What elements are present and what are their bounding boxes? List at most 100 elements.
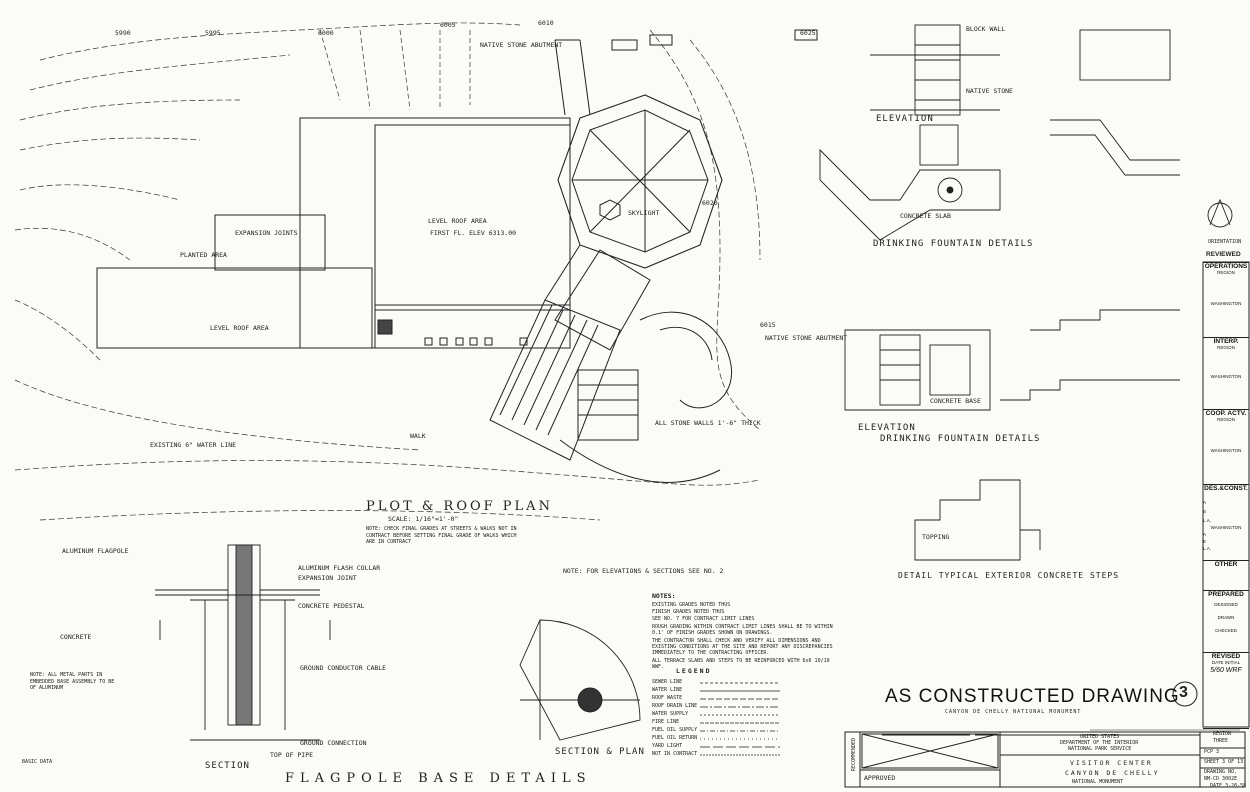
legend-item: FUEL OIL SUPPLY (652, 727, 698, 733)
review-head: PREPARED (1208, 591, 1244, 598)
review-sub-initial: INITIAL (1224, 660, 1241, 665)
note-item: FINISH GRADES NOTED THUS (652, 609, 725, 615)
flagpole-title: FLAGPOLE BASE DETAILS (285, 771, 592, 786)
review-section-revised: REVISED DATE INITIAL 5/60 WRF (1203, 652, 1249, 729)
review-sub: A (1203, 500, 1207, 505)
fountain-label: CONCRETE BASE (930, 397, 981, 405)
date-label: DATE 3-20-58 (1210, 783, 1247, 789)
contour-label: 5995 (205, 29, 221, 37)
review-sub: DRAWN (1217, 615, 1235, 620)
basic-data-label: BASIC DATA (22, 759, 53, 765)
review-sub: CHECKED (1214, 628, 1237, 633)
review-head: DES.&CONST. (1204, 485, 1248, 492)
review-sub: E (1203, 539, 1207, 544)
review-sub: WASHINGTON (1210, 525, 1242, 530)
fountain-plan-title: DRINKING FOUNTAIN DETAILS (873, 239, 1034, 249)
review-sub: WASHINGTON (1210, 374, 1242, 379)
flagpole-label: ALUMINUM FLASH COLLAR (298, 564, 381, 572)
flagpole-label: GROUND CONDUCTOR CABLE (300, 664, 387, 672)
review-sub: A (1203, 532, 1207, 537)
plan-label: LEVEL ROOF AREA (428, 217, 487, 225)
contour-label: 6010 (538, 19, 554, 27)
review-sub: WASHINGTON (1210, 301, 1242, 306)
fountain-label: NATIVE STONE ABUTMENT (765, 334, 848, 342)
fountain-label: BLOCK WALL (966, 25, 1006, 33)
as-constructed-stamp: AS CONSTRUCTED DRAWING (885, 686, 1180, 707)
flagpole-label: CONCRETE (60, 633, 92, 641)
approved-label: APPROVED (864, 774, 896, 782)
legend-item: NOT IN CONTRACT (652, 751, 698, 757)
contour-label: 6005 (440, 21, 456, 29)
legend-item: WATER LINE (652, 687, 683, 693)
notes-list: EXISTING GRADES NOTED THUS FINISH GRADES… (652, 602, 837, 671)
legend-item: ROOF WASTE (652, 695, 683, 701)
sheet-label: SHEET 3 OF 13 (1204, 759, 1244, 765)
legend-item: FIRE LINE (652, 719, 680, 725)
flagpole-label: ALUMINUM FLAGPOLE (62, 547, 129, 555)
fountain-label: CONCRETE SLAB (900, 212, 951, 220)
review-section-operations: OPERATIONS REGION WASHINGTON (1203, 262, 1249, 338)
plan-scale: SCALE: 1/16"=1'-0" (388, 515, 459, 523)
region-value: THREE (1213, 738, 1229, 744)
contour-label: 5990 (115, 29, 131, 37)
contour-label: 6020 (702, 199, 718, 207)
flagpole-note: NOTE: ALL METAL PARTS IN EMBEDDED BASE A… (30, 672, 115, 691)
fountain-details2-title: DRINKING FOUNTAIN DETAILS (880, 434, 1041, 444)
review-sub-date: DATE (1211, 660, 1224, 665)
flagpole-label: TOP OF PIPE (270, 751, 314, 759)
flagpole-label: EXPANSION JOINT (298, 574, 357, 582)
review-sub: S (1203, 509, 1207, 514)
contour-label: 6015 (760, 321, 776, 329)
plan-label: FIRST FL. ELEV 6313.00 (430, 229, 517, 237)
review-head: REVISED (1211, 653, 1241, 660)
plan-label: PLANTED AREA (180, 251, 227, 259)
legend-item: WATER SUPPLY (652, 711, 689, 717)
project-line: CANYON DE CHELLY (1065, 769, 1160, 777)
review-section-interp: INTERP. REGION WASHINGTON (1203, 337, 1249, 410)
legend-heading: LEGEND (676, 667, 712, 675)
contour-label: 6025 (800, 29, 816, 37)
agency-line: DEPARTMENT OF THE INTERIOR (1060, 740, 1139, 746)
review-section-prepared: PREPARED DESIGNED DRAWN CHECKED (1203, 590, 1249, 653)
plan-note: NOTE: CHECK FINAL GRADES AT STREETS & WA… (366, 526, 517, 545)
review-sub: DATE INITIAL (1203, 660, 1249, 665)
plan-label: EXISTING 6" WATER LINE (150, 441, 237, 449)
plan-label: NATIVE STONE ABUTMENT (480, 41, 563, 49)
note-item: EXISTING GRADES NOTED THUS (652, 602, 731, 608)
plan-label: SKYLIGHT (628, 209, 660, 217)
review-sub: DESIGNED (1214, 602, 1238, 607)
project-line: VISITOR CENTER (1070, 759, 1153, 767)
concrete-steps-detail-title: DETAIL TYPICAL EXTERIOR CONCRETE STEPS (898, 571, 1120, 580)
legend-item: YARD LIGHT (652, 743, 683, 749)
review-sub: REGION (1217, 417, 1235, 422)
fountain-elevation-title: ELEVATION (876, 114, 934, 124)
review-head: OPERATIONS (1204, 263, 1248, 270)
plan-title: PLOT & ROOF PLAN (366, 499, 553, 514)
stamp-subline: CANYON DE CHELLY NATIONAL MONUMENT (945, 709, 1082, 715)
review-section-desconst: DES.&CONST. A S L.A. WASHINGTON A E L.A. (1203, 484, 1249, 561)
fountain-elevation2-title: ELEVATION (858, 423, 916, 433)
agency-line: NATIONAL PARK SERVICE (1068, 746, 1132, 752)
review-sub: REGION (1217, 345, 1235, 350)
stamp-number: 3 (1179, 684, 1188, 701)
flagpole-section-label: SECTION (205, 761, 250, 771)
reviewed-label: REVIEWED (1206, 251, 1241, 258)
plan-label: LEVEL ROOF AREA (210, 324, 269, 332)
plan-label: EXPANSION JOINTS (235, 229, 298, 237)
recommended-label: RECOMMENDED (851, 737, 858, 772)
legend-item: SEWER LINE (652, 679, 683, 685)
revised-note: 5/60 WRF (1210, 667, 1242, 674)
review-head: OTHER (1214, 561, 1238, 568)
flagpole-label: CONCRETE PEDESTAL (298, 602, 365, 610)
note-item: ALL TERRACE SLABS AND STEPS TO BE REINFO… (652, 658, 830, 670)
agency-line: UNITED STATES (1080, 734, 1120, 740)
fountain-label: TOPPING (922, 533, 950, 541)
legend-list: SEWER LINE WATER LINE ROOF WASTE ROOF DR… (652, 680, 697, 760)
plan-label: WALK (410, 432, 426, 440)
review-sub: WASHINGTON (1210, 448, 1242, 453)
note-item: ROUGH GRADING WITHIN CONTRACT LIMIT LINE… (652, 624, 833, 636)
review-section-coop: COOP. ACTV. REGION WASHINGTON (1203, 409, 1249, 485)
region-label: REGION (1213, 731, 1232, 737)
